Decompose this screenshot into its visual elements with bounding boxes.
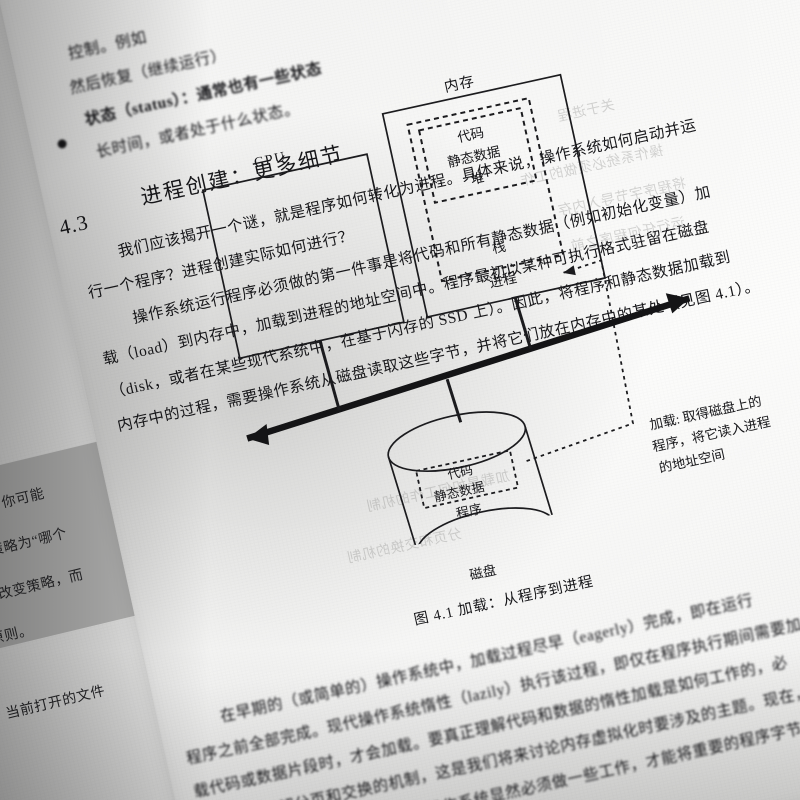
figure-caption: 图 4.1 加载：从程序到进程 [412, 573, 596, 629]
disk-program-segment-box [415, 449, 520, 510]
top-line: 控制。例如 [66, 28, 149, 63]
section-number: 4.3 [57, 209, 91, 240]
load-arrow-path [526, 259, 634, 462]
disk-label: 磁盘 [468, 562, 498, 583]
cpu-bus-connector [318, 340, 341, 411]
figure-svg [201, 73, 691, 568]
left-page-fragment: 当前打开的文件 [4, 683, 107, 723]
process-dashed-box [406, 96, 565, 283]
cpu-box [201, 153, 405, 360]
system-bus [246, 293, 691, 445]
process-code-segment-box [417, 106, 538, 204]
bullet-marker [56, 138, 68, 150]
memory-bus-connector [513, 297, 532, 350]
load-arrow-head [563, 265, 576, 276]
figure-4-1: CPU 内存 代码 静态数据 堆 栈 进程 代码 静态数据 程序 磁盘 加载: … [169, 0, 800, 583]
